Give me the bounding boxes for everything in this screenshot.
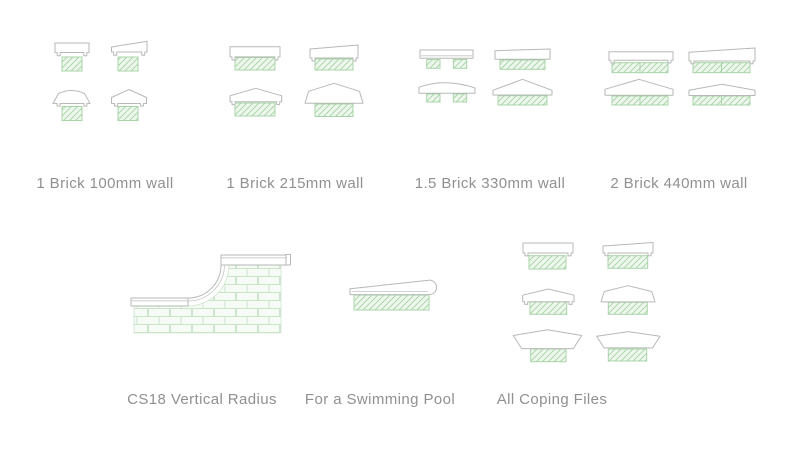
bullnose-pool-coping-profile [349,279,438,296]
figure-caption: 2 Brick 440mm wall [610,175,748,192]
figure-all-coping-files [512,242,661,363]
wall-hatch [61,56,139,121]
flared-apex-coping-profile [600,285,656,303]
flat-coping-profile [229,46,281,61]
figure-caption: 1.5 Brick 330mm wall [414,175,566,192]
wide-flared-coping-profile [512,329,583,350]
wedge-coping-profile [602,242,654,257]
figure-caption: 1 Brick 215mm wall [226,175,364,192]
figure-caption: CS18 Vertical Radius [127,391,277,408]
figure-2-brick-440mm-wall [604,47,756,106]
wall-hatch [234,57,354,117]
figure-1-brick-100mm-wall [52,40,148,121]
wedge-coping-profile [309,44,359,62]
figure-cs18-vertical-radius [130,254,291,334]
figure-1-5-brick-330mm-wall [418,48,553,106]
figure-caption: All Coping Files [496,391,608,408]
wedge-coping-profile [111,40,148,56]
flared-apex-coping-profile [304,82,364,104]
wide-flared-coping-profile [596,331,661,349]
radius-coping-outer-arc [187,264,222,299]
figure-caption: For a Swimming Pool [304,391,456,408]
apex-coping-profile [111,89,147,107]
upper-coping-end-cap [285,254,291,266]
wall-hatch [426,59,548,106]
shallow-apex-coping-profile [229,87,283,106]
apex-coping-profile [492,78,553,96]
wedge-coping-profile [494,48,551,60]
saddle-coping-profile [52,90,91,107]
wall-hatch [611,62,751,106]
shallow-apex-coping-profile [522,288,575,305]
wall-hatch [528,255,649,363]
flat-coping-profile [54,42,90,57]
flat-coping-profile [608,51,674,64]
wedge-coping-profile [688,47,756,65]
radius-coping-inner-arc [187,264,225,302]
lower-coping [130,297,189,307]
wall-hatch [353,294,430,311]
figure-1-brick-215mm-wall [229,44,364,117]
flat-slab-coping-profile [419,49,474,59]
curved-slab-coping-profile [418,82,476,94]
figure-caption: 1 Brick 100mm wall [36,175,174,192]
flat-coping-profile [522,242,574,257]
upper-coping [220,254,287,266]
shallow-apex-coping-profile [688,83,756,96]
figure-swimming-pool-coping [349,279,438,311]
apex-coping-profile [604,78,674,96]
